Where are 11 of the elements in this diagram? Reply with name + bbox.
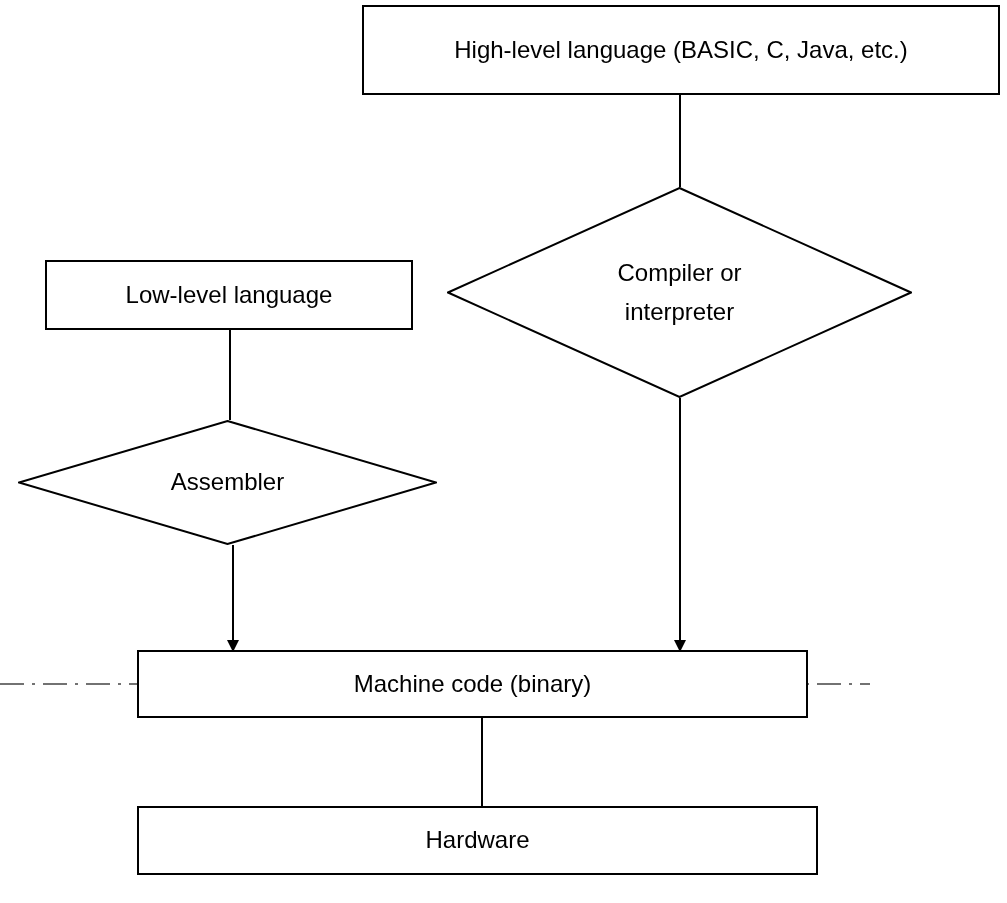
- arrow: [674, 397, 686, 652]
- connector-line: [481, 717, 483, 807]
- decision-diamond: [18, 420, 437, 545]
- process-box: [137, 806, 818, 875]
- connector-line: [679, 94, 681, 188]
- decision-diamond: [447, 187, 912, 398]
- process-box: [45, 260, 413, 330]
- process-box: [362, 5, 1000, 95]
- arrow: [227, 544, 239, 652]
- process-box: [137, 650, 808, 718]
- connector-line: [229, 329, 231, 421]
